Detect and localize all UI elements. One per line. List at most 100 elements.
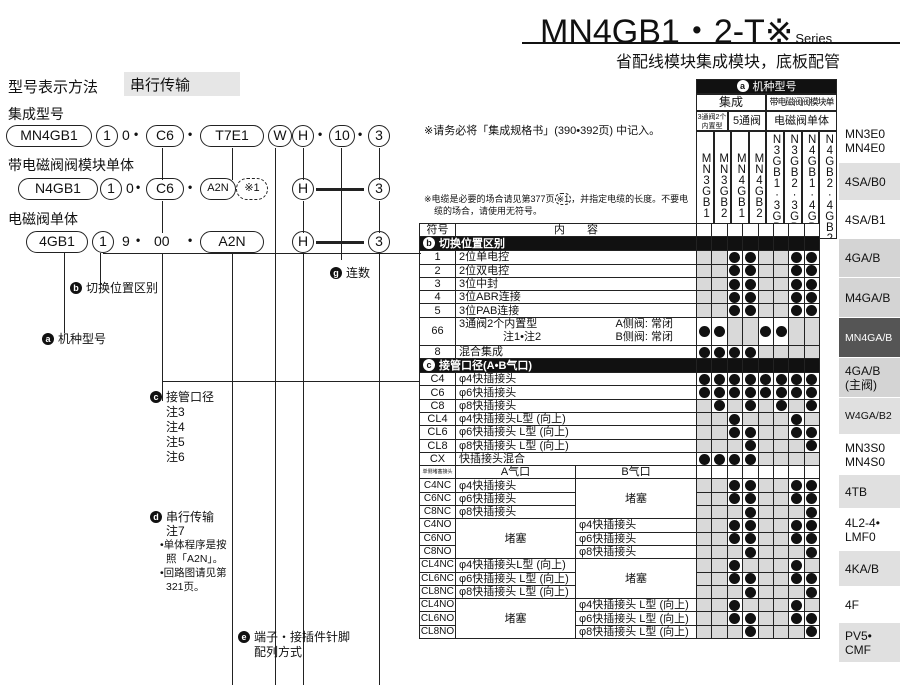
- row-c-5-dot-0: [695, 438, 713, 453]
- availability-dot: [744, 387, 756, 399]
- row-b-0-dot-5: [772, 250, 790, 265]
- row-c-0-dot-0: [695, 372, 713, 387]
- row-c-2-dot-5: [772, 398, 790, 413]
- row-c-3-dot-0: [695, 411, 713, 427]
- row-b-0-dot-2: [726, 250, 744, 265]
- line-c-horiz: [162, 381, 419, 382]
- row-no-b: φ4快插接头: [575, 518, 697, 533]
- availability-dot: [806, 440, 818, 452]
- model2-label: 带电磁阀阀模块单体: [8, 157, 134, 173]
- row-lnc-2-dot-4: [757, 584, 774, 600]
- line-opt-mid: [379, 201, 380, 233]
- row-c-code: C6: [419, 385, 456, 400]
- row-no-plug: 堵塞: [455, 518, 576, 560]
- tab-4[interactable]: M4GA/B: [839, 278, 900, 318]
- row-lnc-0-dot-6: [788, 558, 805, 573]
- availability-dot: [729, 278, 741, 290]
- availability-dot: [744, 440, 756, 452]
- section-b-fill-2: [726, 236, 744, 252]
- availability-dot: [775, 387, 787, 399]
- tab-7[interactable]: W4GA/B2: [839, 398, 900, 435]
- row66-t1: 3通阀2个内置型: [459, 318, 538, 331]
- row-c-6-dot-1: [711, 451, 728, 467]
- d-note-4: •回路图请见第: [160, 567, 227, 579]
- row-lnc-a: φ6快插接头 L型 (向上): [455, 571, 576, 586]
- tab-12[interactable]: 4F: [839, 587, 900, 623]
- tab-1[interactable]: 4SA/B0: [839, 163, 900, 201]
- availability-dot: [806, 291, 818, 303]
- section-c-fill-5: [772, 358, 790, 374]
- availability-dot: [791, 278, 803, 290]
- row-c-text: φ4快插接头L型 (向上): [455, 411, 697, 427]
- d-note-2: •单体程序是按: [160, 539, 227, 551]
- row-b-2-dot-0: [695, 276, 713, 292]
- tab-9[interactable]: 4TB: [839, 475, 900, 509]
- availability-dot: [744, 613, 756, 625]
- tab-5[interactable]: MN4GA/B: [839, 318, 900, 358]
- availability-dot: [806, 546, 818, 558]
- row-no-code: C8NO: [419, 544, 456, 560]
- availability-dot: [791, 599, 803, 611]
- header-dot-1: [711, 222, 728, 238]
- line-c-top: [162, 148, 163, 180]
- availability-dot: [791, 427, 803, 438]
- row-lnc-0-dot-1: [711, 558, 728, 573]
- row-nc-a: φ6快插接头: [455, 491, 576, 507]
- row2-sep2: •: [188, 180, 193, 194]
- tab-2[interactable]: 4SA/B1: [839, 201, 900, 239]
- row2-sep1: •: [136, 180, 141, 194]
- row-no-code: C4NO: [419, 518, 456, 533]
- tab-11[interactable]: 4KA/B: [839, 551, 900, 587]
- row-nc-2-dot-7: [803, 505, 821, 520]
- tab-6[interactable]: 4GA/B (主阀): [839, 358, 900, 398]
- row-lno-1-dot-3: [742, 611, 759, 626]
- tab-10[interactable]: 4L2-4• LMF0: [839, 509, 900, 551]
- section-c-fill-3: [742, 358, 759, 374]
- header-dot-4: [757, 222, 774, 238]
- tab-0[interactable]: MN3E0 MN4E0: [839, 119, 900, 163]
- row-c-text: φ8快插接头: [455, 398, 697, 413]
- availability-dot: [744, 305, 756, 317]
- row-lnc-2-dot-5: [772, 584, 790, 600]
- row8-text: 混合集成: [455, 344, 697, 360]
- d-note-3: 照「A2N」。: [166, 553, 224, 565]
- availability-dot: [744, 278, 756, 290]
- row1-count: 10: [329, 125, 355, 147]
- tab-13[interactable]: PV5• CMF: [839, 623, 900, 663]
- tab-3[interactable]: 4GA/B: [839, 239, 900, 278]
- row-lnc-code: CL8NC: [419, 584, 456, 600]
- ab-head-dot-2: [726, 465, 744, 480]
- section-c-fill-7: [803, 358, 821, 374]
- row-c-text: φ6快插接头: [455, 385, 697, 400]
- ab-head-code: 单侧堵塞接头: [419, 465, 456, 480]
- tab-label: 4F: [845, 597, 860, 612]
- row-8-dot-2: [726, 344, 744, 360]
- row-lno-2-dot-6: [788, 624, 805, 640]
- row-lno-0-dot-3: [742, 598, 759, 613]
- availability-dot: [775, 373, 787, 385]
- badge-b: b: [423, 237, 435, 250]
- row-lno-code: CL6NO: [419, 611, 456, 626]
- row-c-2-dot-0: [695, 398, 713, 413]
- line-c: [162, 253, 163, 401]
- availability-dot: [791, 480, 803, 492]
- row-no-2-dot-6: [788, 544, 805, 560]
- row-lno-1-dot-2: [726, 611, 744, 626]
- row-no-1-dot-6: [788, 531, 805, 546]
- badge-c: c: [150, 391, 162, 403]
- row-lnc-0-dot-7: [803, 558, 821, 573]
- row-c-2-dot-1: [711, 398, 728, 413]
- tab-8[interactable]: MN3S0 MN4S0: [839, 435, 900, 475]
- availability-dot: [791, 520, 803, 532]
- tab-label: 4SA/B0: [845, 174, 886, 189]
- row-66-dot-4: [757, 316, 774, 346]
- availability-dot: [729, 480, 741, 492]
- row1-opt: 3: [368, 125, 390, 147]
